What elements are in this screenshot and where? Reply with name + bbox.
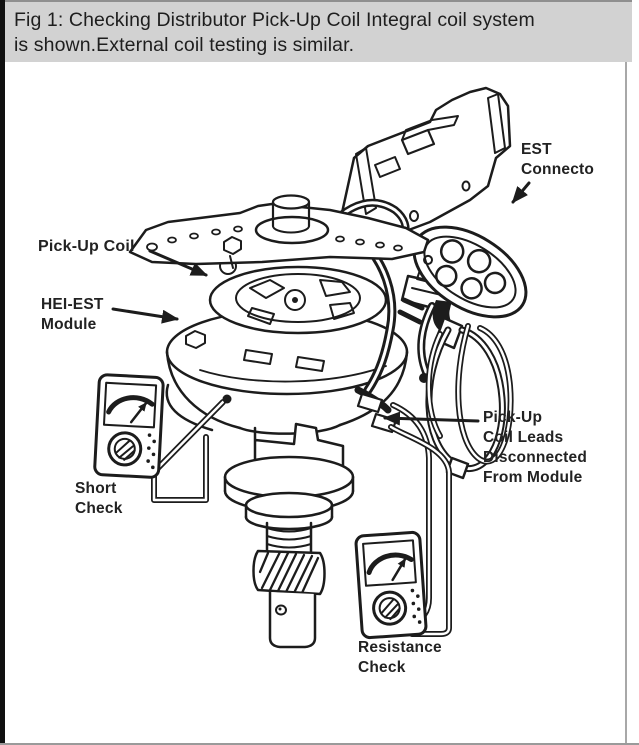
meter-scale-arc: [366, 552, 414, 575]
distributor-test-illustration: [93, 86, 531, 649]
connector-wire-loops: [425, 323, 514, 480]
caption-line-1: Fig 1: Checking Distributor Pick-Up Coil…: [14, 9, 535, 31]
distributor-housing: [165, 308, 409, 435]
diagram-bottom-border: [0, 743, 639, 745]
est-connector-arrow: [511, 181, 531, 204]
meter-needle: [129, 401, 148, 424]
probe-contact-dot: [222, 394, 232, 404]
label-est-connector: EST Connecto: [521, 141, 595, 178]
window-left-border: [0, 0, 5, 745]
meter-needle: [391, 557, 407, 582]
label-pickup-coil-leads: Pick-Up Coil Leads Disconnected From Mod…: [483, 409, 588, 486]
hei-est-module-arrow: [111, 307, 179, 324]
resistance-check-meter: [354, 530, 428, 640]
figure-caption: Fig 1: Checking Distributor Pick-Up Coil…: [5, 0, 632, 62]
label-hei-est-module: HEI-EST Module: [41, 296, 104, 333]
meter-dial-knob: [372, 590, 408, 626]
meter-scale-arc: [106, 395, 155, 415]
caption-line-2: is shown.External coil testing is simila…: [14, 34, 355, 56]
pickup-coil-arrow: [148, 249, 208, 277]
diagram-right-border: [625, 62, 627, 743]
label-short-check: Short Check: [75, 480, 123, 517]
est-bracket: [328, 86, 512, 236]
short-check-wires: [151, 394, 232, 503]
meter-dial-knob: [107, 431, 143, 467]
pickup-plate: [128, 194, 430, 269]
pickup-leads-arrow: [383, 411, 480, 426]
label-resistance-check: Resistance Check: [358, 639, 442, 676]
drive-shaft-and-gear: [223, 422, 355, 649]
callout-arrows: [111, 181, 531, 426]
label-pickup-coil: Pick-Up Coil: [38, 238, 135, 255]
short-check-meter: [93, 373, 165, 479]
meter-terminals: [146, 433, 156, 470]
meter-terminals: [410, 588, 422, 624]
